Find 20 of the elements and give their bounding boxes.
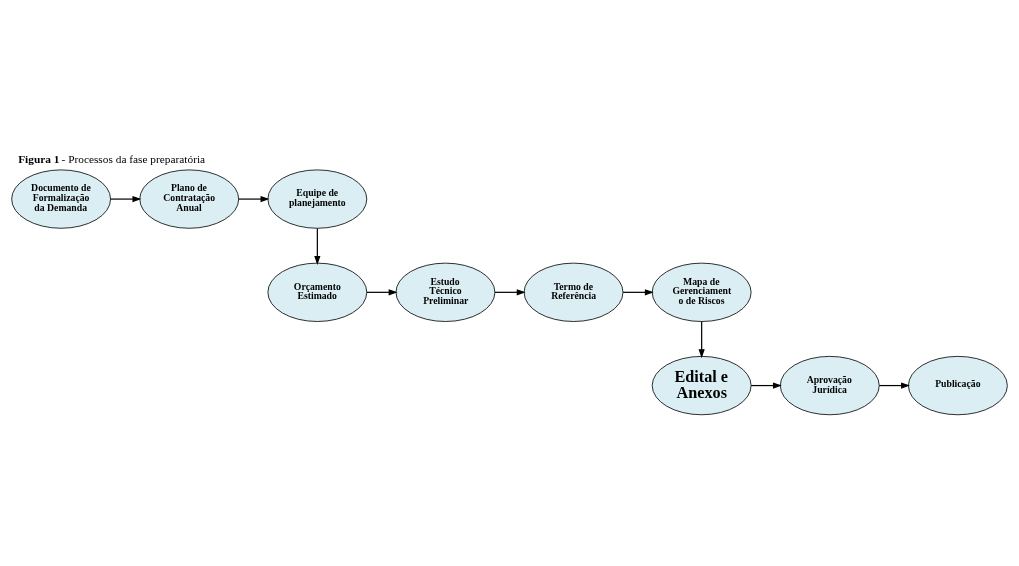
arrow: [750, 382, 782, 389]
node-ellipse: Aprovação Jurídica: [779, 355, 880, 416]
diagram-title: Figura 1 - Processos da fase preparatória: [18, 152, 206, 165]
arrow: [878, 382, 910, 389]
node-ellipse: Termo de Referência: [523, 262, 624, 322]
arrow: [238, 195, 270, 203]
node-ellipse: Orçamento Estimado: [267, 262, 368, 322]
arrow: [366, 289, 398, 296]
node-ellipse: Documento de Formalização da Demanda: [11, 169, 111, 229]
node-ellipse: Estudo Técnico Preliminar: [395, 262, 496, 322]
node-ellipse: Equipe de planejamento: [267, 169, 368, 229]
node-ellipse: Mapa de Gerenciament o de Riscos: [651, 262, 752, 322]
node-ellipse: Plano de Contratação Anual: [139, 169, 240, 229]
arrow: [314, 227, 321, 265]
arrow: [622, 289, 654, 296]
arrow: [494, 289, 526, 296]
arrow: [110, 195, 142, 203]
arrow: [698, 321, 705, 359]
node-ellipse: Edital e Anexos: [651, 355, 752, 416]
node-ellipse: Publicação: [908, 355, 1008, 416]
